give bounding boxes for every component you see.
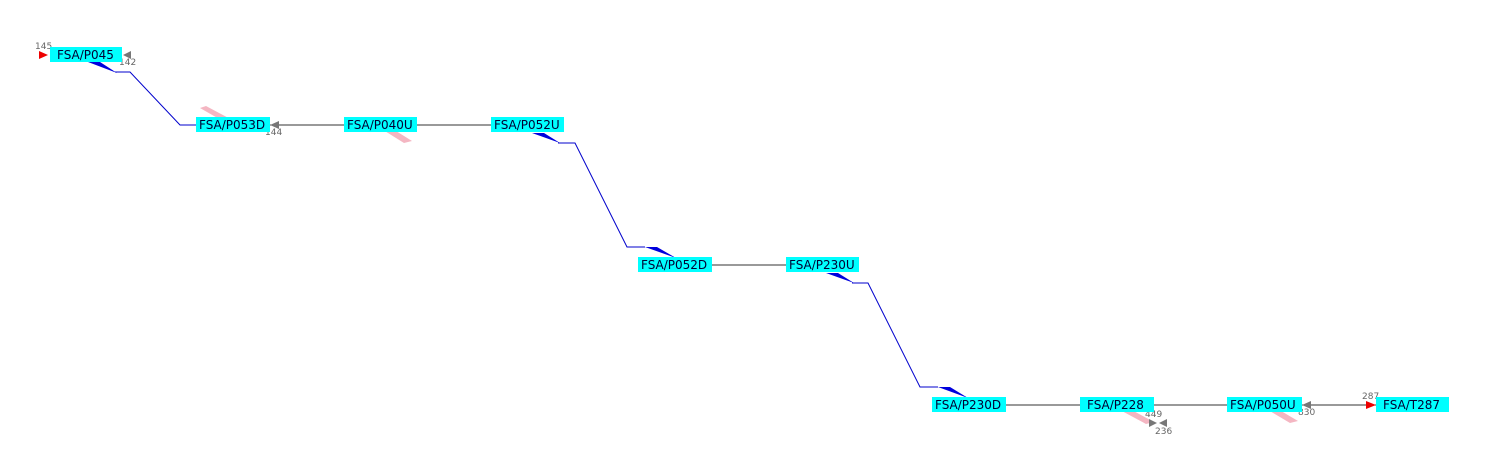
- marker-449: 449: [1145, 410, 1162, 420]
- link-p052u-p052d: [558, 142, 645, 248]
- marker-830: 830: [1298, 408, 1315, 418]
- flag-blue-p230u: [826, 273, 854, 283]
- node-p045-label: FSA/P045: [57, 48, 114, 62]
- arrow-gray-830: [1302, 401, 1311, 409]
- marker-236: 236: [1155, 427, 1172, 437]
- marker-145: 145: [35, 42, 52, 52]
- node-t287-label: FSA/T287: [1383, 398, 1440, 412]
- node-p228[interactable]: FSA/P228: [1080, 397, 1154, 412]
- node-p045[interactable]: FSA/P045: [50, 47, 122, 62]
- arrow-gray-144: [270, 121, 279, 129]
- flag-blue-p230d: [938, 387, 968, 398]
- arrow-red-287: [1366, 401, 1376, 409]
- node-p050u-label: FSA/P050U: [1230, 398, 1296, 412]
- node-p050u[interactable]: FSA/P050U: [1227, 397, 1302, 412]
- node-p230u-label: FSA/P230U: [789, 258, 855, 272]
- node-p053d[interactable]: FSA/P053D: [196, 117, 270, 132]
- marker-144: 144: [265, 128, 282, 138]
- node-p228-label: FSA/P228: [1087, 398, 1144, 412]
- link-p230u-p230d: [852, 282, 938, 388]
- marker-142: 142: [119, 58, 136, 68]
- node-p052u-label: FSA/P052U: [494, 118, 560, 132]
- flag-blue-p052u: [532, 133, 560, 143]
- arrow-red-145: [39, 51, 48, 59]
- node-p040u-label: FSA/P040U: [347, 118, 413, 132]
- flag-blue-p045: [88, 62, 117, 73]
- arrow-gray-236: [1159, 419, 1167, 427]
- marker-287: 287: [1362, 392, 1379, 402]
- node-p052d-label: FSA/P052D: [641, 258, 707, 272]
- node-t287[interactable]: FSA/T287: [1376, 397, 1449, 412]
- node-p230u[interactable]: FSA/P230U: [786, 257, 859, 272]
- arrow-gray-449: [1149, 419, 1157, 427]
- node-p052u[interactable]: FSA/P052U: [491, 117, 564, 132]
- link-p045-p053d: [115, 71, 196, 126]
- node-p230d[interactable]: FSA/P230D: [932, 397, 1006, 412]
- node-p053d-label: FSA/P053D: [199, 118, 265, 132]
- flag-blue-p052d: [645, 247, 676, 258]
- node-p052d[interactable]: FSA/P052D: [638, 257, 712, 272]
- node-p230d-label: FSA/P230D: [935, 398, 1001, 412]
- node-p040u[interactable]: FSA/P040U: [344, 117, 417, 132]
- arrow-gray-142: [123, 51, 131, 59]
